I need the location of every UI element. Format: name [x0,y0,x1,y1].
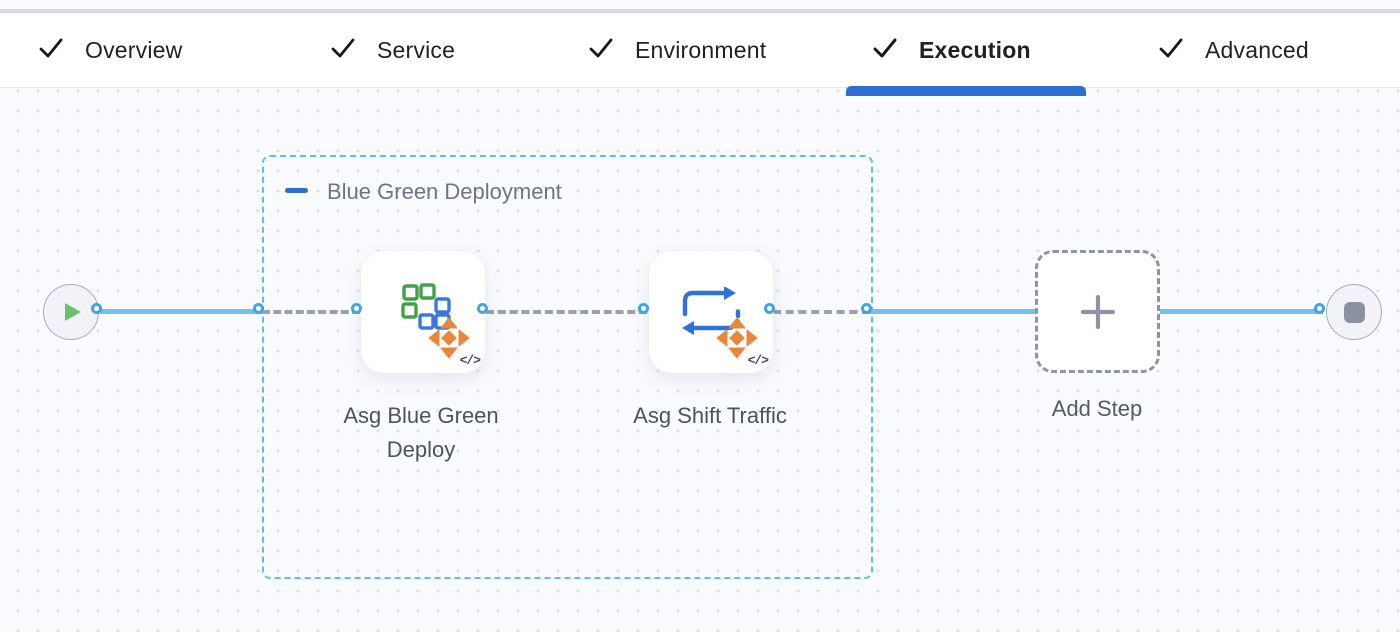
port-group-out[interactable] [861,303,872,314]
step-label-asg-shift-traffic: Asg Shift Traffic [633,403,787,428]
tab-execution[interactable]: Execution [872,13,1031,87]
top-divider [0,9,1400,13]
check-icon [330,35,356,66]
check-icon [1158,35,1184,66]
move-handle-icon[interactable] [428,317,470,359]
port-group-in[interactable] [253,303,264,314]
step-node-asg-blue-green-deploy[interactable]: </> [360,250,486,374]
link-start-to-group [100,309,262,314]
step-label-asg-blue-green-deploy: Asg Blue Green Deploy [343,403,499,462]
tab-advanced[interactable]: Advanced [1158,13,1309,87]
tab-service[interactable]: Service [330,13,455,87]
code-icon: </> [747,353,769,368]
move-handle-icon[interactable] [716,317,758,359]
top-strip [0,0,1400,9]
tab-bar: Overview Service Environment Execution A… [0,13,1400,88]
link-addstep-to-end [1160,309,1323,314]
link-step1-to-step2 [486,310,647,314]
plus-icon [1080,294,1115,329]
tab-label: Execution [919,36,1031,63]
end-node[interactable] [1326,284,1382,340]
port-step1-out[interactable] [477,303,488,314]
tab-label: Service [377,36,456,63]
tab-environment[interactable]: Environment [588,13,766,87]
step-group-box[interactable] [262,155,873,579]
stop-icon [1343,301,1365,323]
start-node[interactable] [43,284,99,340]
pipeline-canvas[interactable] [0,89,1400,632]
group-title: Blue Green Deployment [327,179,562,204]
link-group-to-addstep [870,309,1035,314]
play-icon [65,303,81,321]
check-icon [38,35,64,66]
port-step1-in[interactable] [351,303,362,314]
tab-label: Advanced [1205,36,1309,63]
port-step2-out[interactable] [764,303,775,314]
group-collapse-icon[interactable] [285,188,308,193]
check-icon [588,35,614,66]
link-step2-to-group-exit [773,310,870,314]
link-group-to-step1 [262,310,360,314]
port-end-in[interactable] [1314,303,1325,314]
port-start-out[interactable] [91,303,102,314]
add-step-label: Add Step [1051,396,1143,421]
tab-overview[interactable]: Overview [38,13,182,87]
port-step2-in[interactable] [638,303,649,314]
tab-label: Environment [635,36,767,63]
add-step-button[interactable] [1035,250,1160,373]
active-tab-underline [846,86,1086,96]
check-icon [872,35,898,66]
code-icon: </> [459,353,481,368]
tab-label: Overview [85,36,183,63]
step-node-asg-shift-traffic[interactable]: </> [648,250,774,374]
